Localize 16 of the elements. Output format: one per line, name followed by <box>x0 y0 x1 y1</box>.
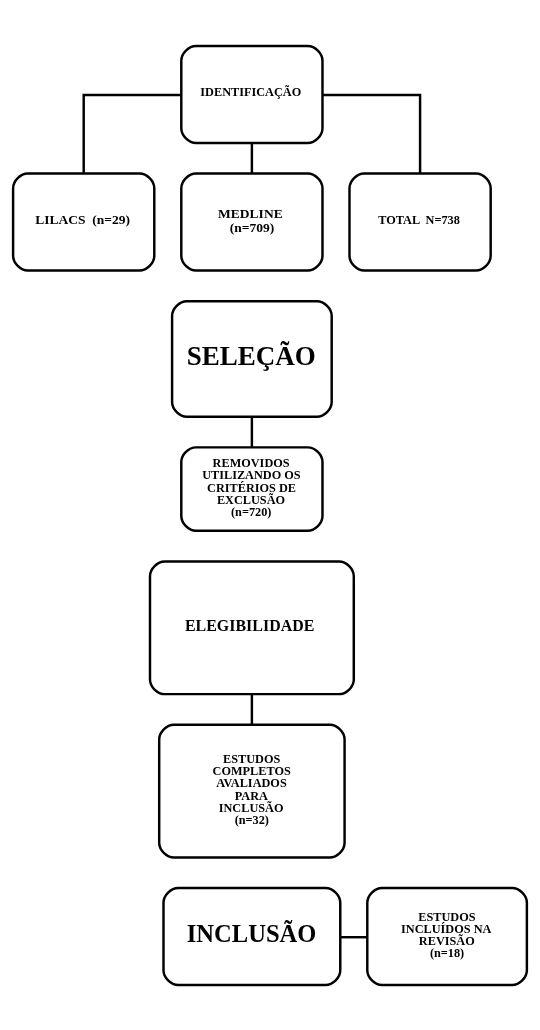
node-box: INCLUSÃO <box>162 886 342 986</box>
connector <box>250 693 254 725</box>
node-box: ELEGIBILIDADE <box>148 559 356 695</box>
node-box: ESTUDOS COMPLETOS AVALIADOS PARA INCLUSÃO (n=32) <box>157 723 346 859</box>
connector <box>322 93 422 173</box>
connector <box>250 142 254 174</box>
connector <box>340 935 367 938</box>
node-box: SELEÇÃO <box>170 299 333 418</box>
node-box: ESTUDOS INCLUÍDOS NA REVISÃO (n=18) <box>366 886 529 986</box>
connector <box>250 416 254 447</box>
node-box: REMOVIDOS UTILIZANDO OS CRITÉRIOS DE EXCLUSÃO (n=720) <box>180 445 324 532</box>
node-box: MEDLINE (n=709) <box>180 171 324 272</box>
node-box: TOTAL N=738 <box>348 171 492 272</box>
node-box: IDENTIFICAÇÃO <box>180 44 324 144</box>
connector <box>82 93 182 173</box>
node-box: LILACS (n=29) <box>11 171 156 272</box>
